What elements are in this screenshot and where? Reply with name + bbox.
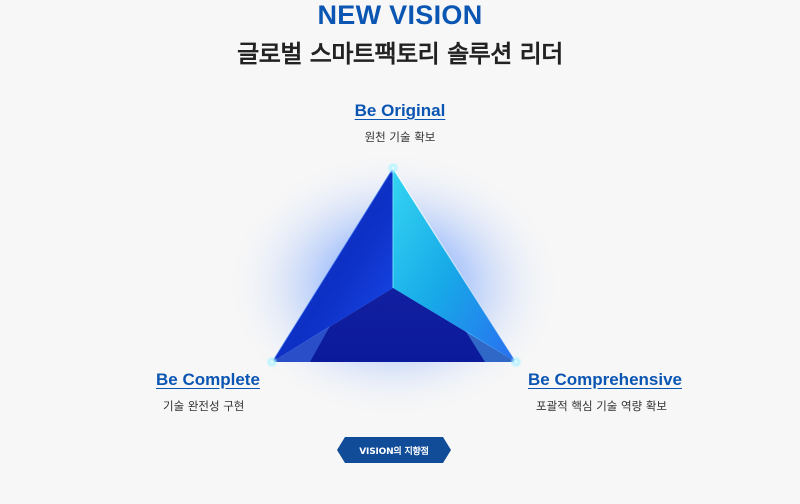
be-comprehensive-title: Be Comprehensive [528,370,682,389]
be-comprehensive-desc: 포괄적 핵심 기술 역량 확보 [536,399,668,413]
page-title: NEW VISION [317,0,483,30]
vision-direction-button[interactable]: VISION의 지향점 [337,437,451,463]
page-subtitle: 글로벌 스마트팩토리 솔루션 리더 [237,40,563,68]
button-shape [337,437,451,463]
be-original-desc: 원천 기술 확보 [364,130,436,144]
be-original-title: Be Original [354,101,446,120]
vision-direction-button-label: VISION의 지향점 [359,447,429,457]
be-complete-desc: 기술 완전성 구현 [163,399,245,413]
be-complete-title: Be Complete [156,370,260,389]
